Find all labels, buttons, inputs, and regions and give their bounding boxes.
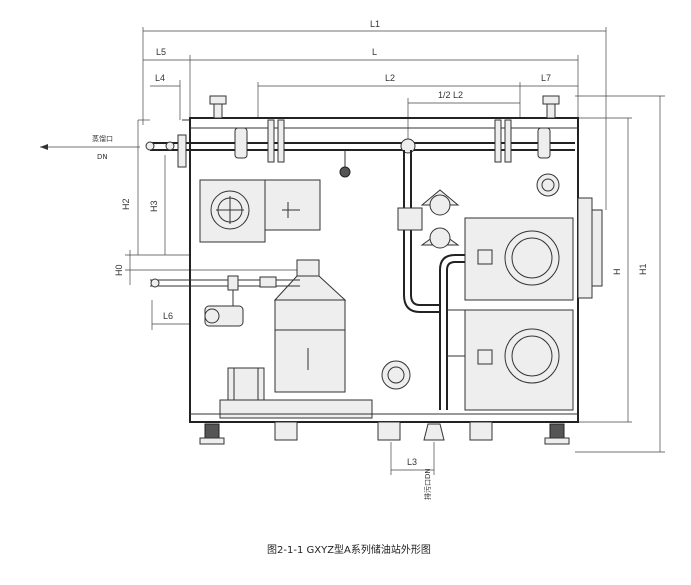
dim-L: L <box>372 47 377 57</box>
bottom-dimension: L3 排污口DN <box>390 442 435 500</box>
inlet-pipe <box>150 275 300 327</box>
dim-L4: L4 <box>155 73 165 83</box>
dim-L6: L6 <box>163 311 173 321</box>
dim-H2: H2 <box>121 198 131 210</box>
filter-assembly <box>397 189 460 249</box>
side-flange <box>577 197 603 299</box>
dim-L2: L2 <box>385 73 395 83</box>
dim-H1: H1 <box>638 263 648 275</box>
centrifuge <box>273 259 347 393</box>
outlet-size: DN <box>97 153 108 161</box>
base-frame <box>190 399 578 419</box>
dim-L5: L5 <box>156 47 166 57</box>
dim-H0: H0 <box>114 264 124 276</box>
tank-upper <box>464 217 574 301</box>
top-manifold <box>145 119 575 178</box>
dim-L7: L7 <box>541 73 551 83</box>
dim-H: H <box>612 269 622 276</box>
small-pump <box>227 367 265 401</box>
feet <box>199 421 570 445</box>
figure-caption: 图2-1-1 GXYZ型A系列储油站外形图 <box>267 543 431 556</box>
sight-glass <box>536 173 560 197</box>
right-dimensions: H1 H <box>575 95 665 453</box>
top-nozzles <box>209 95 560 119</box>
tank-lower <box>464 309 574 411</box>
motor-unit <box>199 179 321 243</box>
dim-H3: H3 <box>149 200 159 212</box>
left-dimensions: H2 H3 H0 L6 <box>114 119 300 330</box>
outlet-label: 蒸馏口 <box>92 134 113 143</box>
drain-label: 排污口DN <box>423 468 432 500</box>
dim-L1: L1 <box>370 19 380 29</box>
round-valve <box>381 360 411 390</box>
dim-L3: L3 <box>407 457 417 467</box>
dim-half-L2: 1/2 L2 <box>438 90 463 100</box>
top-dimensions: L1 L5 L L4 L2 L7 1/2 L2 <box>142 19 607 210</box>
outlet-callout: 蒸馏口 DN <box>40 134 140 161</box>
